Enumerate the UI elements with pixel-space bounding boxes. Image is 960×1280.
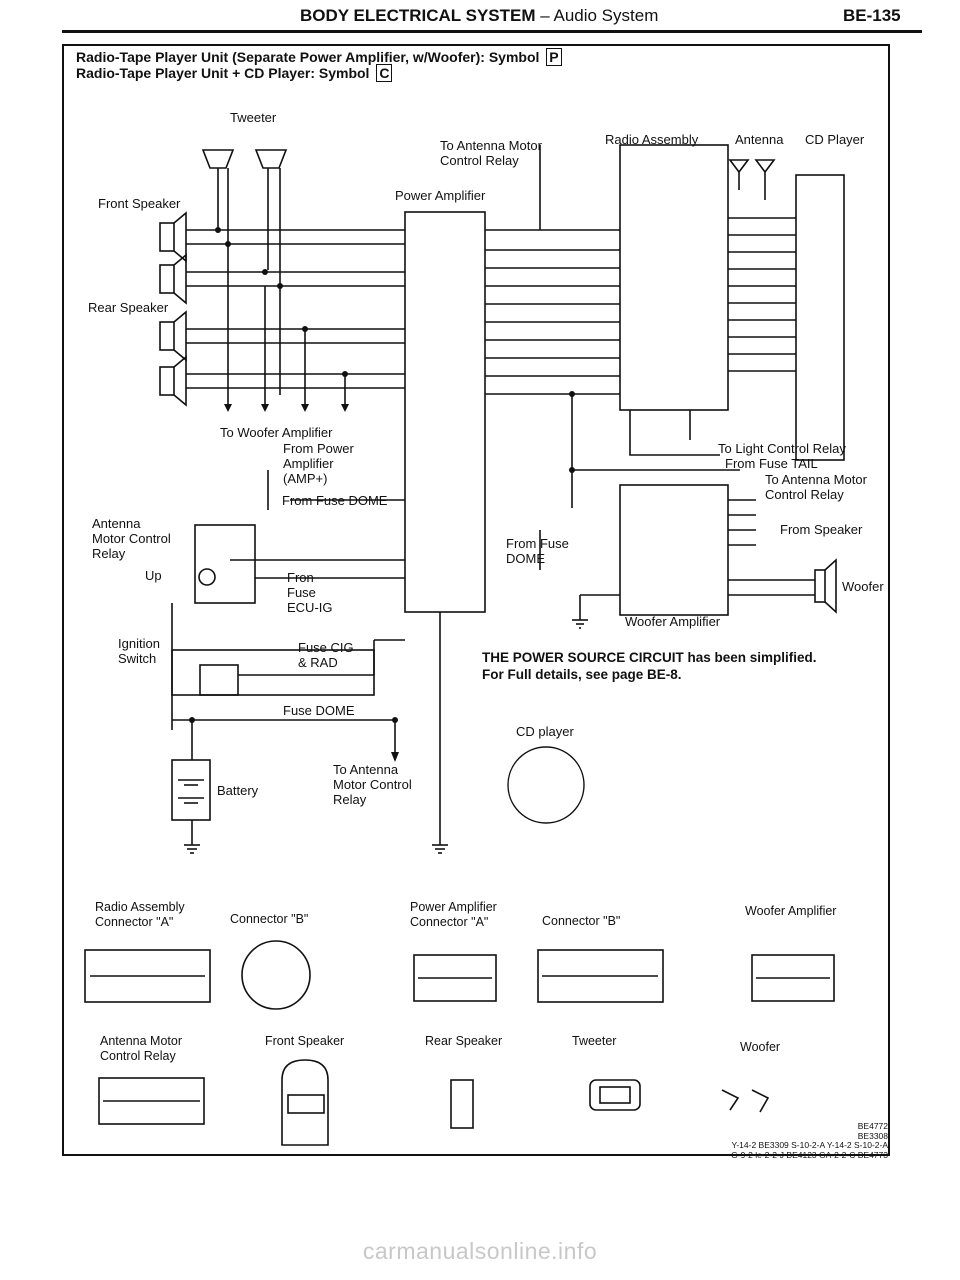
radio-assembly-connector-a: Radio Assembly Connector "A" <box>95 900 185 929</box>
to-light-control-label: To Light Control Relay <box>718 441 846 456</box>
cd-player-label: CD Player <box>805 132 865 147</box>
woofer-amp-connector: Woofer Amplifier <box>745 904 837 918</box>
reference-codes: BE4772 BE3308 Y-14-2 BE3309 S-10-2-A Y-1… <box>731 1121 888 1160</box>
to-antenna-relay-label-2: To Antenna Motor Control Relay <box>333 762 412 807</box>
radio-assembly-label: Radio Assembly <box>605 132 699 147</box>
from-fuse-tail-label: From Fuse TAIL <box>725 456 818 471</box>
front-speaker-connector: Front Speaker <box>265 1034 345 1048</box>
cd-player-lower-label: CD player <box>516 724 574 739</box>
title-line-1: Radio-Tape Player Unit (Separate Power A… <box>76 49 540 65</box>
symbol-c: C <box>376 64 393 82</box>
diagram-frame <box>62 44 890 1156</box>
woofer-label: Woofer <box>842 579 884 594</box>
header-rule <box>62 30 922 33</box>
from-speaker-label: From Speaker <box>780 522 863 537</box>
power-amp-connector-a: Power Amplifier Connector "A" <box>410 900 497 929</box>
title-line-2: Radio-Tape Player Unit + CD Player: Symb… <box>76 65 370 81</box>
fuse-ecu-ig-label: Fron Fuse ECU-IG <box>287 570 333 615</box>
page-number: BE-135 <box>843 6 901 25</box>
to-antenna-motor-label-2: To Antenna Motor Control Relay <box>765 472 867 502</box>
connector-b-2: Connector "B" <box>542 914 621 928</box>
fuse-cig-label: Fuse CIG & RAD <box>298 640 354 670</box>
ignition-switch-label: Ignition Switch <box>118 636 160 666</box>
fuse-dome-label: Fuse DOME <box>283 703 355 718</box>
woofer-amplifier-label: Woofer Amplifier <box>625 614 721 629</box>
to-woofer-amplifier-label: To Woofer Amplifier <box>220 425 333 440</box>
battery-label: Battery <box>217 783 259 798</box>
section-title: BODY ELECTRICAL SYSTEM <box>300 6 536 25</box>
connector-b-1: Connector "B" <box>230 912 309 926</box>
cd-player-connector-face <box>507 746 585 824</box>
tweeter-label: Tweeter <box>230 110 277 125</box>
rear-speaker-connector: Rear Speaker <box>425 1034 503 1048</box>
connector-views <box>84 940 835 1146</box>
power-amplifier-label: Power Amplifier <box>395 188 486 203</box>
from-power-amp-label: From Power Amplifier (AMP+) <box>283 441 354 486</box>
antenna-label: Antenna <box>735 132 784 147</box>
up-label: Up <box>145 568 162 583</box>
power-note-line-2: For Full details, see page BE-8. <box>482 667 682 682</box>
antenna-relay-connector: Antenna Motor Control Relay <box>100 1034 182 1063</box>
from-fuse-dome-label-2: From Fuse DOME <box>506 536 569 566</box>
watermark: carmanualsonline.info <box>362 1238 598 1264</box>
tweeter-connector: Tweeter <box>572 1034 617 1048</box>
symbol-p: P <box>546 48 562 66</box>
page-header: BODY ELECTRICAL SYSTEM – Audio System <box>300 6 658 26</box>
antenna-motor-relay-label: Antenna Motor Control Relay <box>92 516 171 561</box>
rear-speaker-label: Rear Speaker <box>88 300 169 315</box>
power-note-line-1: THE POWER SOURCE CIRCUIT has been simpli… <box>482 650 817 665</box>
woofer-connector: Woofer <box>740 1040 781 1054</box>
to-antenna-motor-relay-label: To Antenna Motor Control Relay <box>440 138 542 168</box>
front-speaker-label: Front Speaker <box>98 196 181 211</box>
from-fuse-dome-label: From Fuse DOME <box>282 493 388 508</box>
subsection-title: – Audio System <box>535 6 659 25</box>
diagram-title: Radio-Tape Player Unit (Separate Power A… <box>76 48 562 82</box>
